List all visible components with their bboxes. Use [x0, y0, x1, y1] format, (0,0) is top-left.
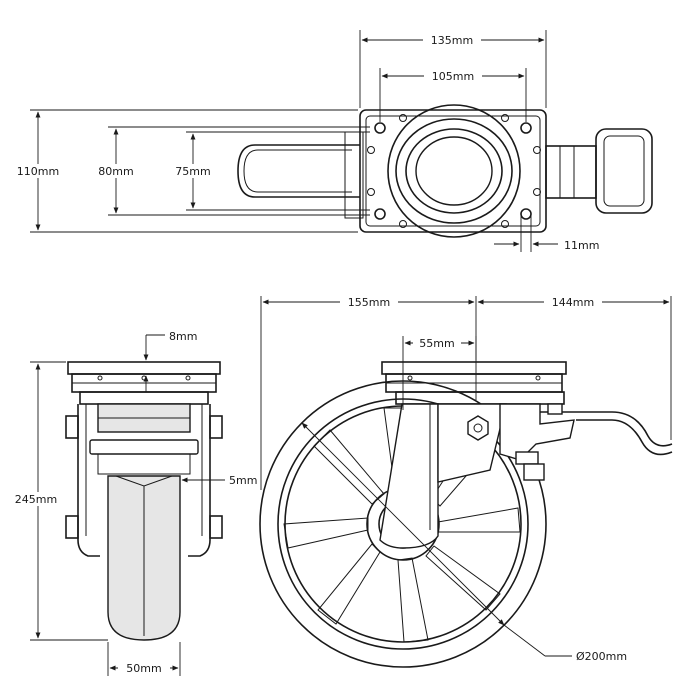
top-view: 135mm 105mm 110mm 80mm 75mm 11mm — [6, 30, 653, 252]
front-view: 8mm 245mm 5mm 50mm — [6, 330, 257, 676]
dim-top-hole-spacing-y: 75mm — [175, 165, 210, 178]
dim-top-plate-width: 135mm — [431, 34, 473, 47]
dim-top-overall-height: 110mm — [17, 165, 59, 178]
dim-top-hole-diameter: 11mm — [564, 239, 599, 252]
dim-side-wheel-diameter: Ø200mm — [576, 650, 627, 663]
dim-side-front-length: 155mm — [348, 296, 390, 309]
dim-front-gap: 5mm — [229, 474, 257, 487]
side-view: 155mm 144mm 55mm Ø200mm — [259, 295, 673, 668]
dim-side-rear-length: 144mm — [552, 296, 594, 309]
dim-top-hole-spacing-x: 105mm — [432, 70, 474, 83]
dim-front-overall-height: 245mm — [15, 493, 57, 506]
dim-front-wheel-width: 50mm — [126, 662, 161, 675]
dim-side-offset: 55mm — [419, 337, 454, 350]
dim-top-plate-height: 80mm — [98, 165, 133, 178]
dim-front-plate-thickness: 8mm — [169, 330, 197, 343]
